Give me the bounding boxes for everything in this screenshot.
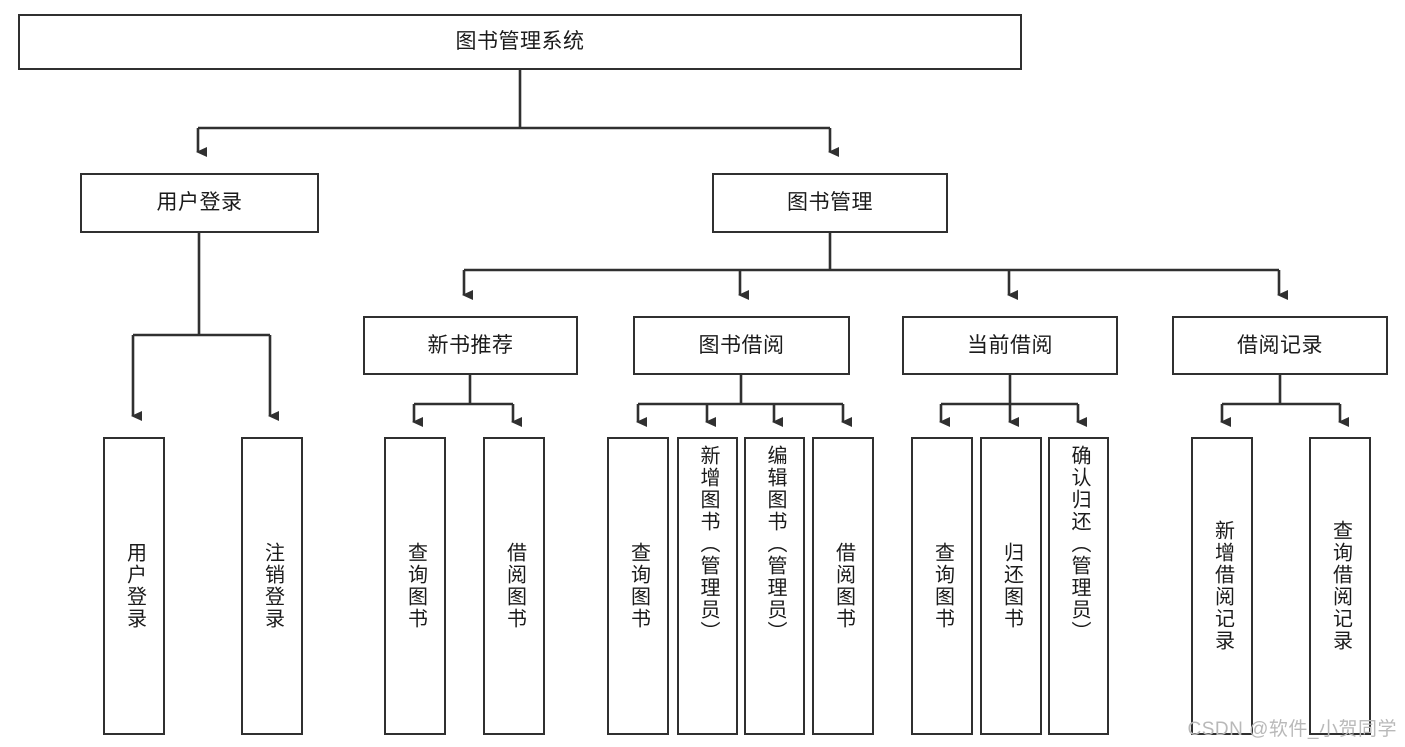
node-book-borrow[interactable]: 图书借阅 [633,316,850,375]
node-label: 借阅图书 [832,542,855,630]
node-label: 编辑图书（管理员） [764,445,786,643]
node-label: 图书管理系统 [455,30,585,54]
node-label: 查询图书 [931,542,954,630]
node-label: 用户登录 [156,191,243,215]
node-label: 当前借阅 [967,333,1053,357]
leaf-record-query[interactable]: 查询借阅记录 [1309,437,1371,735]
leaf-current-query-book[interactable]: 查询图书 [911,437,973,735]
node-new-book-recommend[interactable]: 新书推荐 [363,316,578,375]
leaf-borrow-add-book[interactable]: 新增图书（管理员） [677,437,738,735]
leaf-borrow-query-book[interactable]: 查询图书 [607,437,669,735]
node-label: 新增借阅记录 [1211,520,1234,652]
node-label: 注销登录 [261,542,284,630]
node-label: 新增图书（管理员） [697,445,719,643]
node-label: 归还图书 [1000,542,1023,630]
node-user-login[interactable]: 用户登录 [80,173,319,233]
node-label: 借阅记录 [1237,333,1323,357]
node-label: 借阅图书 [503,542,526,630]
node-current-borrow[interactable]: 当前借阅 [902,316,1118,375]
node-label: 查询图书 [404,542,427,630]
leaf-current-confirm-return[interactable]: 确认归还（管理员） [1048,437,1109,735]
node-book-manage[interactable]: 图书管理 [712,173,948,233]
node-label: 用户登录 [123,542,146,630]
leaf-current-return-book[interactable]: 归还图书 [980,437,1042,735]
leaf-new-book-borrow[interactable]: 借阅图书 [483,437,545,735]
node-borrow-record[interactable]: 借阅记录 [1172,316,1388,375]
node-label: 新书推荐 [427,333,514,357]
leaf-new-book-query[interactable]: 查询图书 [384,437,446,735]
node-label: 查询借阅记录 [1329,520,1352,652]
node-label: 查询图书 [627,542,650,630]
node-label: 图书借阅 [698,333,785,357]
node-root-system[interactable]: 图书管理系统 [18,14,1022,70]
leaf-borrow-edit-book[interactable]: 编辑图书（管理员） [744,437,805,735]
node-label: 确认归还（管理员） [1068,445,1090,643]
node-label: 图书管理 [787,191,873,215]
leaf-borrow-borrow-book[interactable]: 借阅图书 [812,437,874,735]
leaf-user-logout[interactable]: 注销登录 [241,437,303,735]
leaf-user-login[interactable]: 用户登录 [103,437,165,735]
leaf-record-add[interactable]: 新增借阅记录 [1191,437,1253,735]
